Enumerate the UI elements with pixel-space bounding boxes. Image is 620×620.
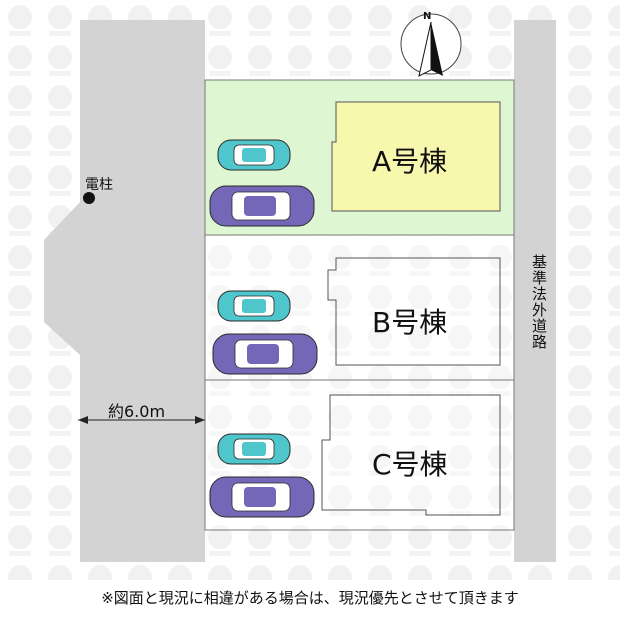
car-c-sedan — [209, 476, 315, 518]
car-b-compact — [217, 290, 291, 322]
car-b-sedan — [212, 333, 318, 375]
road-width-dimension — [78, 416, 205, 424]
building-c-footprint — [321, 394, 501, 516]
car-a-compact — [217, 139, 291, 171]
building-a-label: A号棟 — [372, 145, 448, 178]
building-c-label: C号棟 — [372, 448, 448, 481]
side-road — [514, 20, 556, 562]
main-road — [44, 20, 205, 562]
building-b-label: B号棟 — [372, 306, 448, 339]
disclaimer-note: ※図面と現況に相違がある場合は、現況優先とさせて頂きます — [101, 589, 519, 607]
car-a-sedan — [209, 185, 315, 227]
building-a-footprint — [331, 101, 501, 212]
pole-dot-icon — [83, 192, 95, 204]
road-width-label: 約6.0m — [108, 402, 166, 421]
north-arrow-icon — [400, 13, 462, 77]
car-c-compact — [217, 433, 291, 465]
building-b-footprint — [327, 257, 501, 366]
side-road-label: 基準法外道路 — [530, 254, 548, 350]
north-letter: N — [423, 11, 432, 22]
pole-label: 電柱 — [85, 177, 113, 193]
